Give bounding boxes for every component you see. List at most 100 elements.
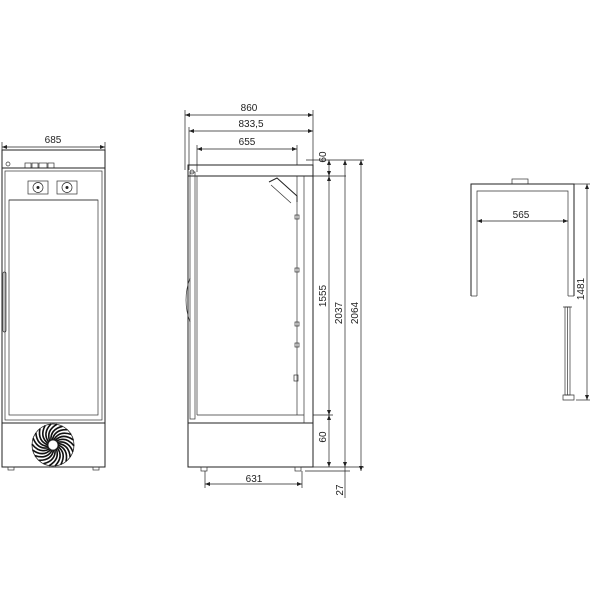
arrowhead (477, 219, 482, 223)
control-button-3 (47, 162, 55, 169)
arrowhead (100, 145, 105, 149)
front-width-label: 685 (45, 135, 62, 146)
shelf-clips (294, 214, 300, 348)
arrowhead (308, 113, 313, 117)
arrowhead (585, 184, 589, 189)
side-foot-back (294, 466, 302, 472)
base-depth-label: 631 (246, 474, 263, 485)
fan-blade (47, 423, 58, 442)
arrowhead (343, 462, 347, 467)
front-view: 685 (1, 135, 106, 471)
feet-height-label: 27 (335, 484, 346, 496)
arrowhead (327, 410, 331, 415)
shelf-clip (294, 267, 300, 273)
control-button-2 (31, 162, 39, 169)
door-view: 565 1481 (470, 178, 590, 401)
door-edge-bracket (562, 306, 575, 401)
arrowhead (292, 147, 297, 151)
fan-blade (50, 425, 63, 441)
shelf-clip (294, 214, 300, 220)
fan-blade (51, 428, 68, 441)
arrowhead (205, 482, 210, 486)
arrowhead (2, 145, 7, 149)
door-inner-frame (476, 190, 569, 296)
fan-blade (54, 435, 74, 442)
inner-depth-label: 655 (239, 137, 256, 148)
front-cabinet-body (1, 167, 106, 424)
arrowhead (563, 219, 568, 223)
compressor-fan-icon (31, 423, 75, 467)
fan-blade (32, 448, 52, 455)
overall-height-label: 2064 (350, 301, 361, 324)
arrowhead (185, 113, 190, 117)
drain-fitting (293, 374, 299, 382)
fan-blade (34, 449, 53, 458)
body-depth-label: 833,5 (238, 119, 263, 130)
fan-blade (38, 428, 49, 446)
arrowhead (343, 160, 347, 165)
fan-blade (38, 449, 55, 462)
door-glass (8, 199, 99, 416)
front-foot-right (92, 466, 100, 471)
arrowhead (327, 171, 331, 176)
side-door-profile (189, 171, 196, 420)
shelf-clip (294, 342, 300, 348)
top-offset-label: 60 (318, 151, 329, 163)
evaporator-duct (268, 177, 298, 202)
fan-blade (53, 432, 72, 441)
fan-housing-right (56, 180, 78, 195)
fan-housing-left (27, 180, 49, 195)
door-hinge-top (189, 169, 195, 175)
fan-blade (31, 443, 51, 452)
fan-blade (35, 432, 49, 448)
door-frame-outer (4, 170, 103, 421)
fan-right-hub (65, 186, 69, 189)
fan-blade (54, 447, 61, 467)
arrowhead (308, 129, 313, 133)
fan-blade (55, 438, 75, 447)
fan-blade (57, 444, 68, 462)
fan-blade (57, 442, 71, 458)
control-button-1 (24, 162, 32, 169)
fan-blade (43, 449, 56, 465)
front-header-panel (1, 149, 106, 169)
arrowhead (585, 395, 589, 400)
arrowhead (297, 482, 302, 486)
door-outer-frame (470, 183, 575, 296)
power-indicator-icon (5, 161, 11, 167)
fan-hub (47, 439, 59, 451)
shelf-clip (294, 321, 300, 327)
door-inner-width-label: 565 (513, 210, 530, 221)
inner-height-label: 1555 (318, 284, 329, 307)
arrowhead (197, 147, 202, 151)
fan-left-hub (36, 186, 40, 189)
fan-blade (32, 437, 49, 449)
evaporator-inner (270, 184, 292, 204)
overall-depth-label: 860 (241, 103, 258, 114)
bottom-offset-label: 60 (318, 431, 329, 443)
door-handle (2, 271, 7, 333)
fan-blade (57, 441, 74, 453)
fan-blade (48, 448, 59, 467)
side-foot-front (200, 466, 208, 472)
body-height-label: 2037 (334, 301, 345, 324)
front-base-panel (1, 422, 106, 468)
arrowhead (359, 160, 363, 165)
door-height-label: 1481 (576, 277, 587, 300)
dimension-arrows (2, 113, 589, 486)
arrowhead (189, 129, 194, 133)
fan-blade (57, 445, 65, 465)
arrowhead (327, 462, 331, 467)
side-door-handle (185, 277, 191, 323)
fan-blade (41, 425, 49, 445)
fan-blade (45, 423, 52, 443)
display-panel (38, 162, 48, 169)
side-view: 860 833,5 655 631 (184, 103, 364, 498)
arrowhead (327, 176, 331, 181)
front-foot-left (7, 466, 15, 471)
arrowhead (359, 466, 363, 471)
arrowhead (327, 160, 331, 165)
arrowhead (327, 415, 331, 420)
